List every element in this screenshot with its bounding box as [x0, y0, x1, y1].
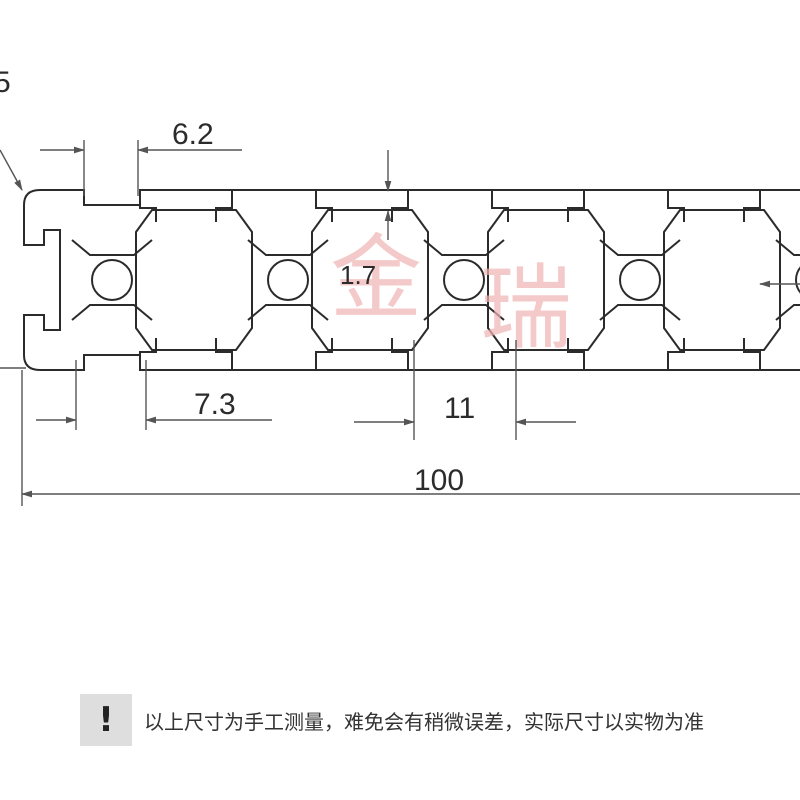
profile-left-slot [23, 205, 61, 355]
profile-top-slot-lip [667, 190, 761, 222]
dimension-label-slot-depth: 7.3 [194, 388, 236, 421]
profile-core-hole [267, 259, 309, 301]
profile-top-slot-lip [139, 190, 233, 222]
exclamation-icon: ! [80, 694, 132, 746]
dimension-label-slot-span: 11 [444, 392, 475, 425]
profile-bottom-edge [23, 354, 800, 371]
profile-core-web [599, 239, 681, 321]
disclaimer-text: 以上尺寸为手工测量，难免会有稍微误差，实际尺寸以实物为准 [144, 709, 704, 734]
profile-cavity [135, 209, 253, 351]
dimension-label-corner: 5 [0, 66, 11, 99]
profile-top-slot-lip [491, 190, 585, 222]
profile-cavity [311, 209, 429, 351]
profile-core-hole [795, 266, 800, 294]
profile-bottom-slot-lip [667, 338, 761, 370]
dimension-lines [0, 140, 800, 506]
profile-top-edge [23, 189, 800, 206]
profile-cavity [663, 209, 781, 351]
profile-core-web [775, 239, 800, 321]
profile-core-hole [91, 259, 133, 301]
profile-bottom-slot-lip [491, 338, 585, 370]
profile-core-web [71, 239, 153, 321]
dimension-label-slot-width: 6.2 [172, 118, 214, 151]
profile-bottom-slot-lip [315, 338, 409, 370]
watermark-char-2: 瑞 [480, 255, 572, 362]
watermark-char-1: 金 [330, 225, 422, 332]
profile-core-hole [619, 259, 661, 301]
aluminum-profile-outline [23, 189, 800, 371]
dimension-label-overall-length: 100 [414, 464, 464, 497]
profile-bottom-slot-lip [139, 338, 233, 370]
profile-top-slot-lip [315, 190, 409, 222]
dimension-label-wall-thickness: 1.7 [340, 260, 376, 290]
disclaimer-bar: ! 以上尺寸为手工测量，难免会有稍微误差，实际尺寸以实物为准 [80, 694, 800, 746]
profile-cavity [487, 209, 605, 351]
profile-core-web [423, 239, 505, 321]
profile-core-hole [443, 259, 485, 301]
profile-core-web [247, 239, 329, 321]
